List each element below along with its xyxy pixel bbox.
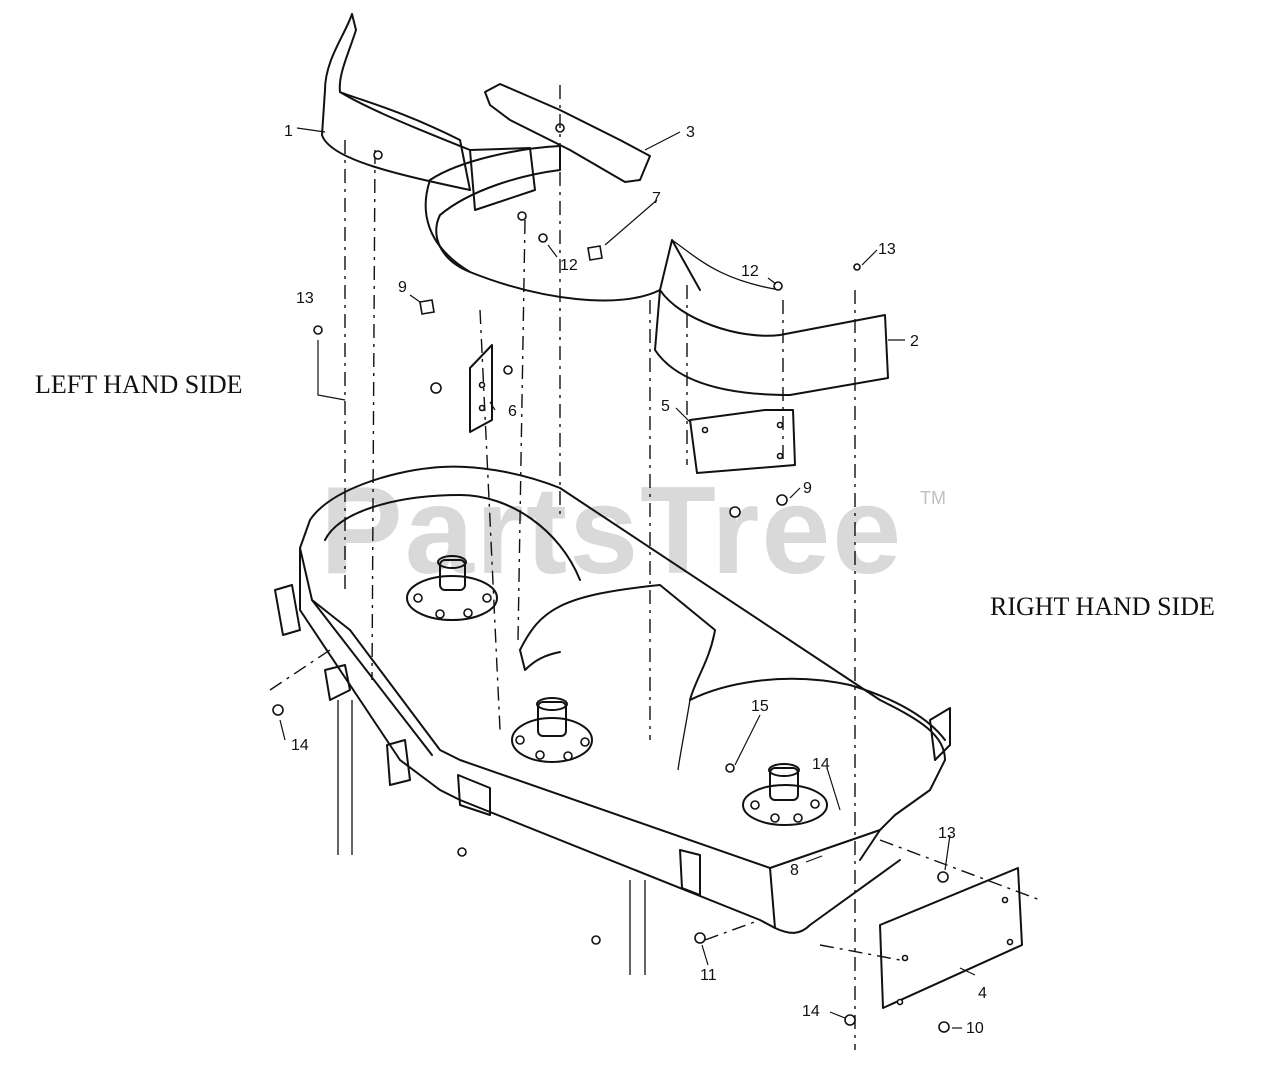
part-5-bracket bbox=[689, 409, 796, 474]
deck-hangers bbox=[274, 584, 951, 896]
spindle-center bbox=[511, 697, 593, 763]
callout-1: 1 bbox=[284, 123, 293, 140]
assembly-centerlines bbox=[269, 85, 1041, 1050]
spindle-right bbox=[742, 763, 828, 826]
callout-4: 4 bbox=[978, 985, 987, 1002]
callout-12-center: 12 bbox=[560, 257, 578, 274]
center-belt-cover bbox=[424, 145, 661, 302]
callout-14-left: 14 bbox=[291, 737, 309, 754]
callout-13-left: 13 bbox=[296, 290, 314, 307]
callout-9-right: 9 bbox=[803, 480, 812, 497]
callout-7: 7 bbox=[652, 190, 661, 207]
callout-2: 2 bbox=[910, 333, 919, 350]
callout-leaders bbox=[279, 127, 976, 1029]
callouts: 1 2 3 4 5 6 7 8 9 9 10 11 12 12 13 13 13… bbox=[284, 123, 987, 1037]
callout-10: 10 bbox=[966, 1020, 984, 1037]
hardware-fasteners bbox=[272, 150, 950, 1033]
right-hand-side-label: RIGHT HAND SIDE bbox=[990, 592, 1215, 621]
callout-3: 3 bbox=[686, 124, 695, 141]
part-3-blade bbox=[484, 83, 651, 183]
part-6-bracket bbox=[469, 344, 493, 433]
callout-9-left: 9 bbox=[398, 279, 407, 296]
watermark-trademark: TM bbox=[920, 488, 946, 508]
part-1-left-belt-cover bbox=[321, 13, 471, 191]
callout-13-top-right: 13 bbox=[878, 241, 896, 258]
spindle-left bbox=[406, 555, 498, 621]
callout-13-front: 13 bbox=[938, 825, 956, 842]
callout-12-right: 12 bbox=[741, 263, 759, 280]
callout-11: 11 bbox=[700, 967, 717, 984]
part-2-right-belt-cover bbox=[654, 239, 889, 396]
watermark-text: PartsTree bbox=[320, 462, 904, 600]
support-rods bbox=[337, 700, 646, 975]
callout-8: 8 bbox=[790, 862, 799, 879]
part-4-baffle-plate bbox=[879, 867, 1023, 1009]
deck-housing bbox=[299, 465, 946, 934]
left-hand-side-label: LEFT HAND SIDE bbox=[35, 370, 243, 399]
callout-14-bottom: 14 bbox=[802, 1003, 820, 1020]
callout-6: 6 bbox=[508, 403, 517, 420]
callout-14-spindle: 14 bbox=[812, 756, 830, 773]
callout-15: 15 bbox=[751, 698, 769, 715]
callout-5: 5 bbox=[661, 398, 670, 415]
